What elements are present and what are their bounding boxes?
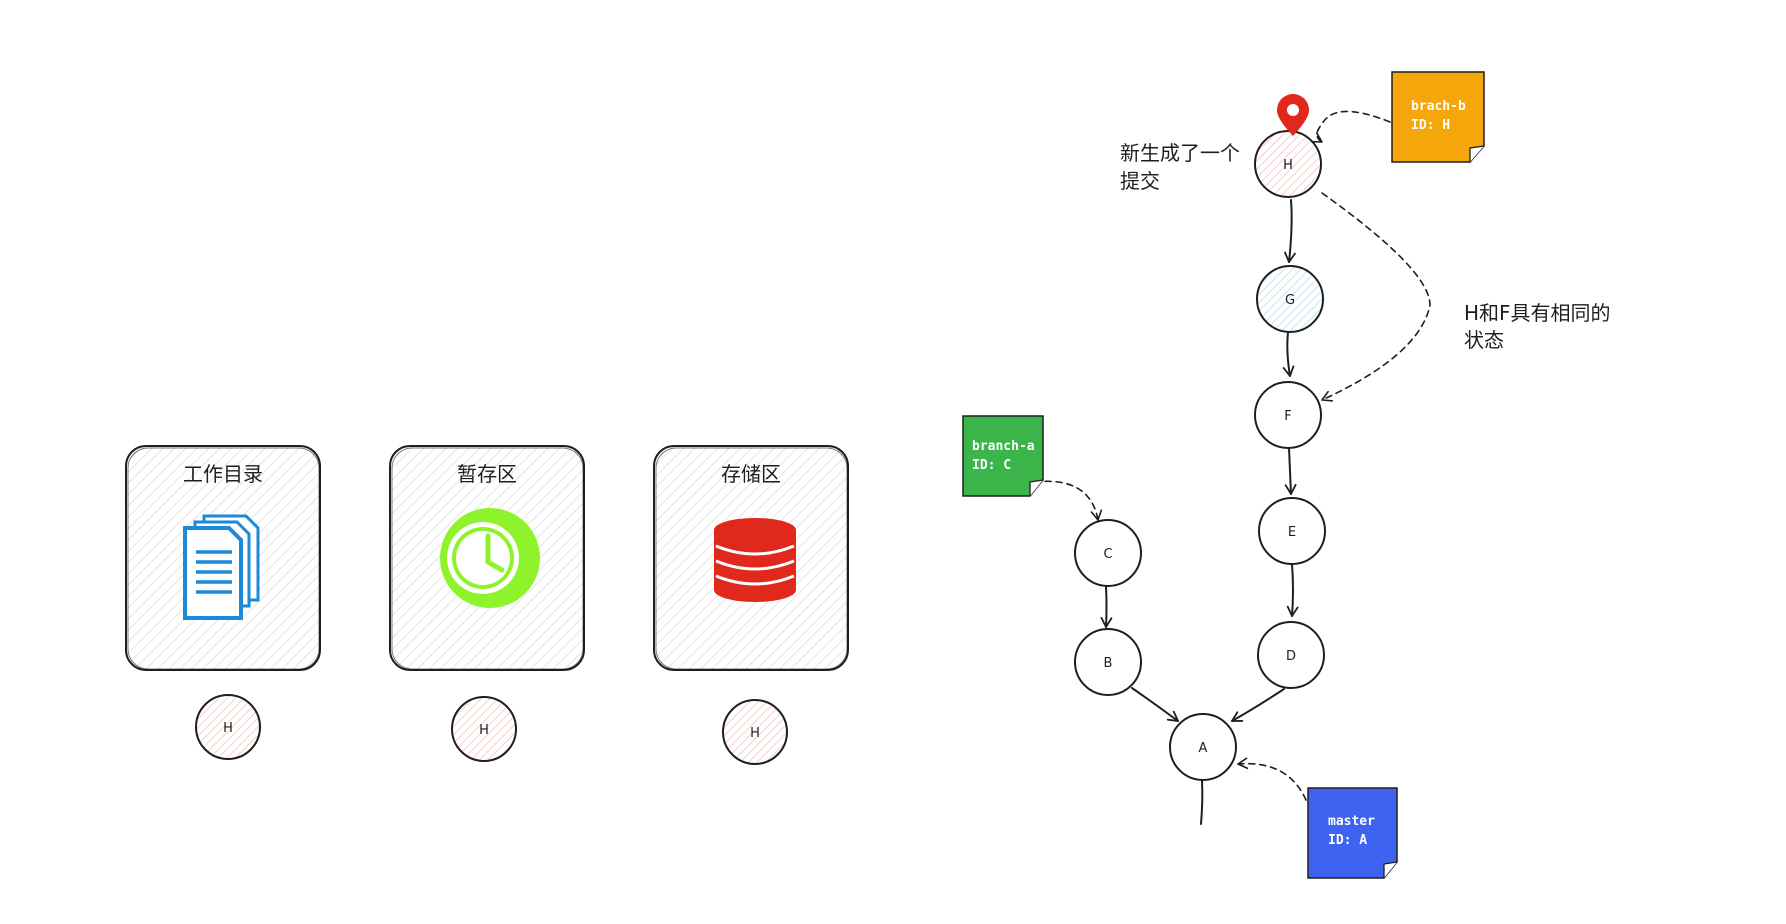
edge-h-g: [1284, 199, 1296, 263]
pointer-master: [1237, 757, 1307, 801]
commit-label: F: [1284, 409, 1291, 424]
commit-label: G: [1285, 293, 1295, 308]
commit-label: H: [1283, 158, 1293, 173]
annotation-new-commit: 新生成了一个 提交: [1120, 141, 1240, 193]
commit-label: B: [1104, 656, 1113, 671]
branch-name: brach-b: [1411, 99, 1466, 114]
commit-node-c: C: [1074, 519, 1142, 587]
database-icon: [714, 518, 796, 602]
commit-node-f: F: [1254, 381, 1322, 449]
documents-icon: [183, 514, 260, 620]
branch-note-master[interactable]: master ID: A: [1307, 787, 1398, 879]
commit-label: H: [223, 721, 233, 736]
commit-node-g: G: [1256, 265, 1324, 333]
branch-name: branch-a: [972, 439, 1035, 454]
edge-g-f: [1282, 331, 1295, 377]
pointer-brach-b: [1310, 110, 1391, 143]
commit-edges: [1100, 199, 1299, 825]
commit-node-h: H: [1254, 130, 1322, 198]
commit-label: H: [750, 726, 760, 741]
area-repository: 存储区: [653, 445, 849, 671]
pointer-h-to-f: [1321, 192, 1431, 402]
commit-node-repository-h: H: [722, 699, 788, 765]
commit-label: D: [1286, 649, 1296, 664]
annotation-line: 新生成了一个: [1120, 141, 1240, 165]
pointer-branch-a: [1033, 480, 1103, 521]
commit-label: E: [1288, 525, 1296, 540]
annotation-same-state: H和F具有相同的 状态: [1464, 301, 1611, 352]
head-marker-icon: [1277, 94, 1309, 136]
commit-node-d: D: [1257, 621, 1325, 689]
edge-b-a: [1131, 687, 1179, 722]
annotation-line: 状态: [1464, 328, 1504, 352]
clock-icon: [440, 508, 540, 608]
area-title: 工作目录: [183, 462, 263, 486]
branch-note-branch-a[interactable]: branch-a ID: C: [962, 415, 1044, 497]
branch-id: ID: A: [1328, 833, 1367, 848]
area-title: 暂存区: [457, 462, 517, 486]
branch-id: ID: C: [972, 458, 1011, 473]
edge-c-b: [1100, 586, 1113, 628]
commit-node-b: B: [1074, 628, 1142, 696]
area-title: 存储区: [721, 462, 781, 486]
edge-e-d: [1286, 563, 1299, 617]
edge-a-tail: [1200, 780, 1204, 825]
area-working-directory: 工作目录: [125, 445, 321, 671]
annotation-line: 提交: [1120, 169, 1160, 193]
commit-node-working-h: H: [195, 694, 261, 760]
edge-d-a: [1231, 688, 1285, 722]
area-staging: 暂存区: [389, 445, 585, 671]
edge-f-e: [1284, 447, 1297, 495]
commit-label: C: [1103, 547, 1112, 562]
commit-label: A: [1199, 741, 1208, 756]
commit-node-e: E: [1258, 497, 1326, 565]
branch-id: ID: H: [1411, 118, 1450, 133]
annotation-line: H和F具有相同的: [1464, 301, 1611, 325]
branch-note-brach-b[interactable]: brach-b ID: H: [1391, 71, 1485, 163]
commit-node-staging-h: H: [451, 696, 517, 762]
pointer-edges: [1033, 110, 1431, 801]
commit-label: H: [479, 723, 489, 738]
branch-name: master: [1328, 814, 1375, 829]
commit-node-a: A: [1169, 713, 1237, 781]
